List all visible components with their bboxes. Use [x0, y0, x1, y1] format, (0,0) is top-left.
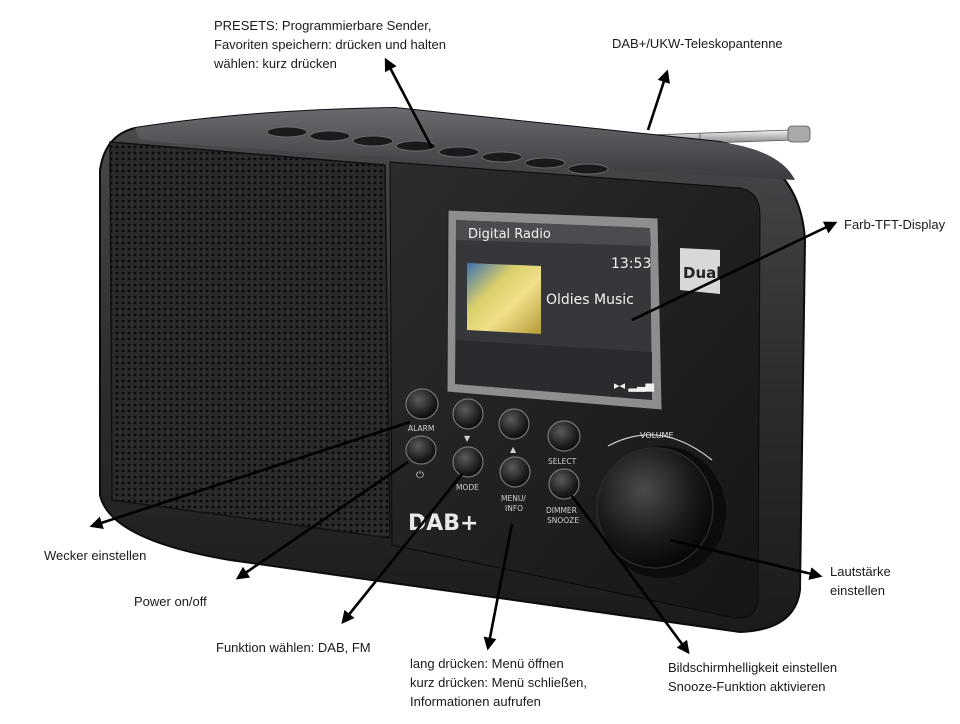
down-icon: ▼: [464, 434, 471, 443]
annotation-antenna: DAB+/UKW-Teleskopantenne: [612, 36, 783, 51]
power-button[interactable]: [405, 435, 437, 465]
annotation-volume: Lautstärke einstellen: [830, 564, 891, 598]
annotation-alarm: Wecker einstellen: [44, 548, 147, 563]
callout-arrows: [89, 57, 838, 655]
annotation-menu: lang drücken: Menü öffnen kurz drücken: …: [410, 656, 588, 709]
annotation-display: Farb-TFT-Display: [844, 217, 946, 232]
select-button[interactable]: [547, 420, 581, 452]
power-icon: ⏻: [416, 470, 424, 481]
annotation-mode: Funktion wählen: DAB, FM: [216, 640, 371, 655]
annotation-presets: PRESETS: Programmierbare Sender, Favorit…: [214, 18, 446, 71]
volume-knob[interactable]: [596, 446, 726, 578]
dimmer-snooze-button[interactable]: [548, 468, 580, 500]
mode-label: MODE: [456, 483, 479, 492]
alarm-label: ALARM: [408, 424, 434, 433]
dimmer-label-line1: DIMMER: [546, 506, 577, 515]
tft-display: Digital Radio 13:53 Oldies Music ▸◂ ▂▃▅: [446, 209, 663, 411]
menu-info-button[interactable]: [499, 456, 531, 488]
down-button[interactable]: [452, 398, 484, 430]
preset-buttons[interactable]: [266, 126, 609, 175]
display-station: Oldies Music: [546, 292, 634, 308]
svg-text:Dual: Dual: [683, 264, 721, 282]
album-art: [467, 263, 541, 334]
up-icon: ▲: [510, 445, 517, 454]
annotation-dimmer: Bildschirmhelligkeit einstellen Snooze-F…: [668, 660, 838, 694]
select-label: SELECT: [548, 457, 577, 466]
menu-label-line2: INFO: [505, 504, 523, 513]
mode-button[interactable]: [452, 446, 484, 478]
menu-label-line1: MENU/: [501, 494, 526, 503]
signal-icon: ▸◂ ▂▃▅: [614, 379, 654, 392]
alarm-button[interactable]: [405, 388, 439, 420]
display-time: 13:53: [611, 256, 651, 272]
annotation-power: Power on/off: [134, 594, 207, 609]
speaker-grille: [109, 141, 391, 539]
display-title: Digital Radio: [468, 227, 551, 242]
up-button[interactable]: [498, 408, 530, 440]
volume-label: VOLUME: [640, 431, 674, 440]
volume-arc-icon: [607, 434, 713, 461]
dimmer-label-line2: SNOOZE: [547, 516, 579, 525]
dab-logo: DAB+: [408, 511, 479, 536]
